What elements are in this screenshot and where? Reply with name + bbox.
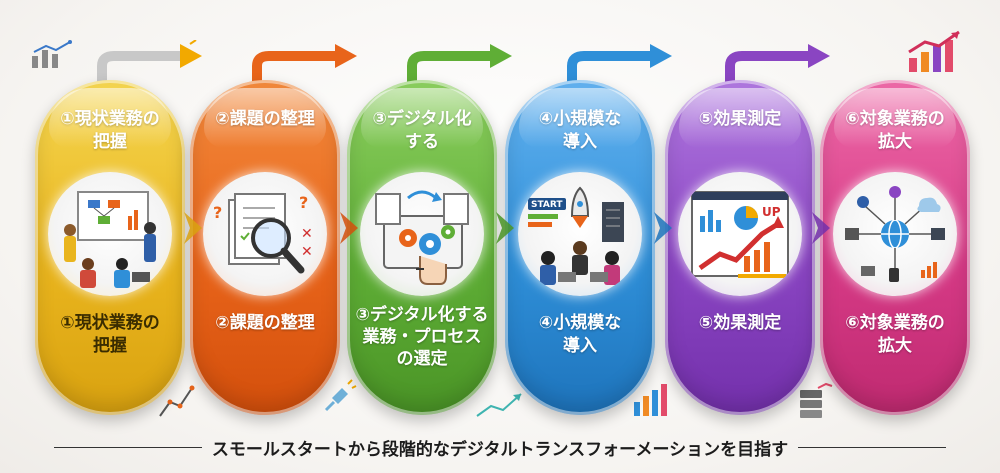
step-arrow-2-icon (252, 44, 357, 88)
trend-line-deco-icon (476, 393, 522, 417)
step-pill-6: ⑥対象業務の 拡大 ⑥対象業務の 拡大 (820, 80, 970, 415)
step-pill-3: ③デジタル化 する ③デジタル化する 業務・プロセス の選定 (347, 80, 497, 415)
chevron-right-icon (340, 212, 358, 244)
line-graph-deco-icon (159, 385, 195, 417)
step-title-3: ③デジタル化 する (372, 109, 472, 152)
footer-line-right (798, 446, 947, 448)
footer-caption: スモールスタートから段階的なデジタルトランスフォーメーションを目指す (0, 430, 1000, 464)
footer-line-left (53, 446, 202, 448)
step-title-1: ①現状業務の 把握 (60, 109, 160, 152)
magnifier-icon: ? ? ✕ ✕ (203, 172, 327, 296)
step-pill-5: ⑤効果測定 UP ⑤効果測定 (665, 80, 815, 415)
step-arrow-1-icon (97, 40, 202, 88)
step-pill-2: ②課題の整理 ? ? ✕ ✕ ②課題の整理 (190, 80, 340, 415)
step-subtitle-1: ①現状業務の 把握 (60, 313, 160, 356)
step-subtitle-2: ②課題の整理 (215, 313, 315, 333)
svg-text:?: ? (299, 193, 308, 212)
step-subtitle-5: ⑤効果測定 (698, 313, 782, 333)
bars-deco-icon (634, 384, 667, 416)
step-subtitle-3: ③デジタル化する 業務・プロセス の選定 (355, 305, 489, 369)
step-arrow-3-icon (407, 44, 512, 88)
bar-chart-deco-icon (32, 40, 72, 68)
svg-text:?: ? (213, 203, 222, 222)
rocket-icon: START (518, 172, 642, 296)
meeting-icon (48, 172, 172, 296)
process-icon (360, 172, 484, 296)
step-pill-4: ④小規模な 導入 START ④小規模な 導入 (505, 80, 655, 415)
up-label: UP (762, 205, 781, 219)
step-title-6: ⑥対象業務の 拡大 (845, 109, 945, 152)
chevron-right-icon (184, 212, 202, 244)
chevron-right-icon (654, 212, 672, 244)
network-icon (833, 172, 957, 296)
step-pill-1: ①現状業務の 把握 ①現状業務の 把握 (35, 80, 185, 415)
svg-text:✕: ✕ (301, 226, 313, 242)
footer-text: スモールスタートから段階的なデジタルトランスフォーメーションを目指す (211, 439, 789, 460)
step-title-5: ⑤効果測定 (698, 109, 782, 129)
chevron-right-icon (812, 212, 830, 244)
start-label: START (531, 200, 563, 210)
growth-chart-deco-icon (908, 30, 960, 72)
server-deco-icon (800, 382, 833, 418)
step-subtitle-6: ⑥対象業務の 拡大 (845, 313, 945, 356)
svg-text:✕: ✕ (301, 244, 313, 260)
chevron-right-icon (496, 212, 514, 244)
step-title-2: ②課題の整理 (215, 109, 315, 129)
pin-deco-icon (324, 379, 357, 412)
step-title-4: ④小規模な 導入 (538, 109, 622, 152)
step-arrow-4-icon (567, 44, 672, 88)
step-subtitle-4: ④小規模な 導入 (538, 313, 622, 356)
step-arrow-5-icon (725, 44, 830, 88)
chart-icon: UP (678, 172, 802, 296)
